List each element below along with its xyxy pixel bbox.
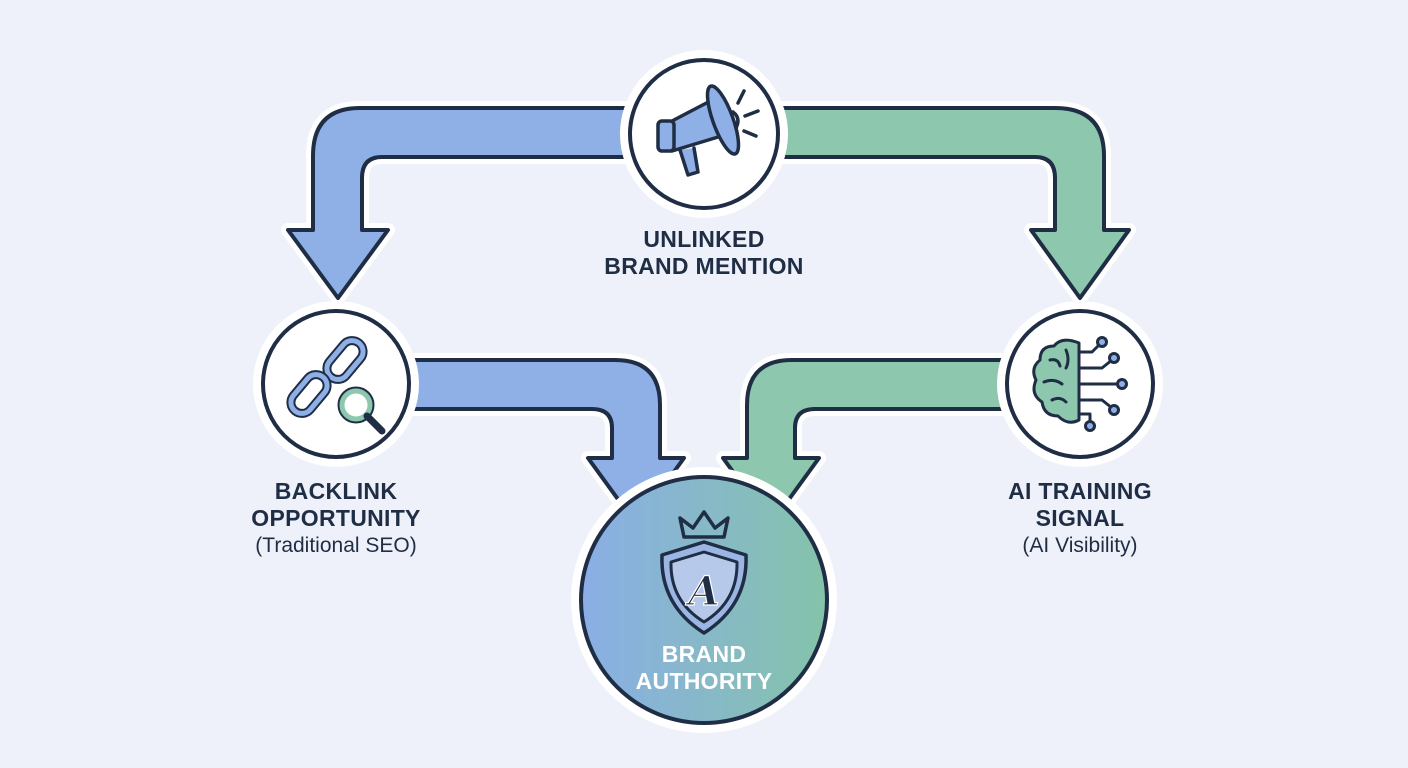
node-unlinked-brand-mention — [620, 50, 788, 218]
arrow-mention-to-ai-signal — [763, 101, 1136, 305]
label-ai-training-signal: AI TRAINING SIGNAL (AI Visibility) — [940, 478, 1220, 559]
ai-brain-icon — [1032, 336, 1128, 432]
label-right-line2: SIGNAL — [1035, 505, 1125, 531]
label-center-line1: BRAND — [661, 641, 747, 667]
label-center-line2: AUTHORITY — [635, 668, 773, 694]
label-right-sub: (AI Visibility) — [1022, 534, 1138, 557]
link-search-icon — [286, 336, 386, 435]
crown-shield-icon: A — [660, 510, 748, 635]
label-right-line1: AI TRAINING — [1008, 478, 1152, 504]
label-brand-authority: BRAND AUTHORITY — [584, 641, 824, 695]
megaphone-icon — [656, 84, 760, 177]
arrow-mention-to-backlink — [281, 101, 647, 305]
node-backlink-opportunity — [253, 301, 419, 467]
label-left-sub: (Traditional SEO) — [255, 534, 417, 557]
label-unlinked-brand-mention: UNLINKED BRAND MENTION — [554, 226, 854, 280]
shield-letter: A — [684, 568, 719, 615]
arrow-ai-signal-to-authority — [716, 353, 1017, 531]
label-backlink-opportunity: BACKLINK OPPORTUNITY (Traditional SEO) — [196, 478, 476, 559]
label-left-line2: OPPORTUNITY — [251, 505, 421, 531]
label-top-line2: BRAND MENTION — [604, 253, 804, 279]
label-left-line1: BACKLINK — [274, 478, 398, 504]
node-ai-training-signal — [997, 301, 1163, 467]
label-top-line1: UNLINKED — [643, 226, 765, 252]
node-brand-authority: A — [571, 467, 837, 733]
